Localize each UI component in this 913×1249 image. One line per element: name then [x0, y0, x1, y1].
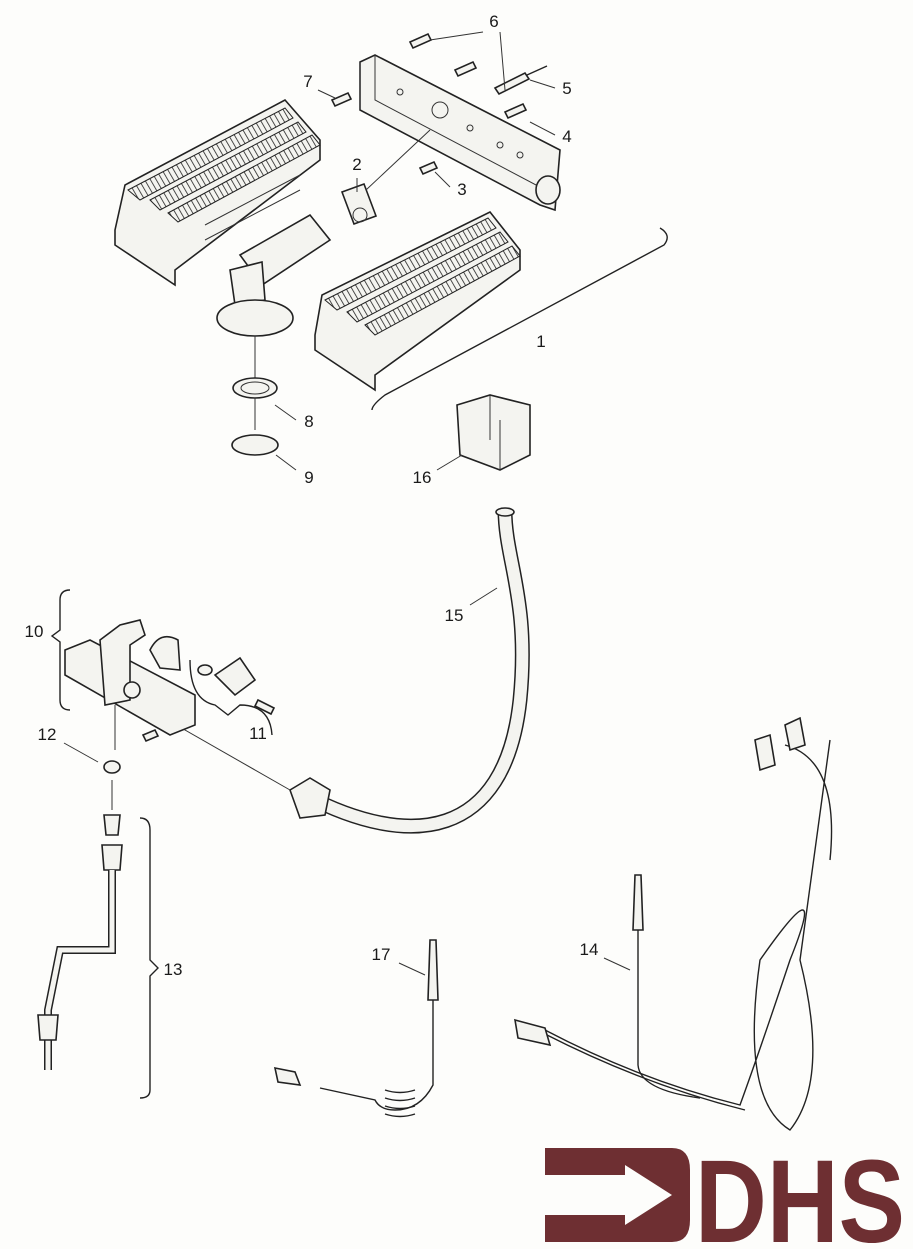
pilot-tube-13 [37, 780, 159, 1099]
burner-right [314, 210, 521, 392]
dhs-logo: DHS [545, 1136, 905, 1249]
manifold-bar [359, 54, 561, 212]
label-14: 14 [579, 940, 599, 959]
pilot-assembly [50, 589, 196, 750]
venturi [216, 213, 332, 385]
washer-9 [231, 434, 279, 456]
svg-text:DHS: DHS [695, 1136, 905, 1249]
label-10: 10 [24, 622, 44, 641]
label-5: 5 [562, 79, 572, 98]
label-17: 17 [371, 945, 391, 964]
nut-12 [103, 760, 121, 774]
label-2: 2 [352, 155, 362, 174]
label-11: 11 [249, 724, 267, 743]
label-6: 6 [489, 12, 499, 31]
brace-1 [371, 227, 668, 411]
label-8: 8 [304, 412, 314, 431]
wiring-14 [514, 716, 833, 1131]
label-13: 13 [163, 960, 183, 979]
label-12: 12 [37, 725, 57, 744]
thermocouple-17 [273, 939, 439, 1118]
label-16: 16 [412, 468, 432, 487]
bracket-16 [456, 394, 531, 471]
label-9: 9 [304, 468, 314, 487]
leader-arrows [63, 31, 631, 976]
label-3: 3 [457, 180, 467, 199]
label-15: 15 [444, 606, 464, 625]
washer-8 [232, 377, 278, 399]
label-7: 7 [303, 72, 313, 91]
burner-left [114, 98, 321, 287]
label-1: 1 [536, 332, 546, 351]
screws [330, 32, 548, 226]
pipe-15 [301, 509, 530, 834]
label-4: 4 [562, 127, 572, 146]
parts-11 [189, 656, 276, 736]
